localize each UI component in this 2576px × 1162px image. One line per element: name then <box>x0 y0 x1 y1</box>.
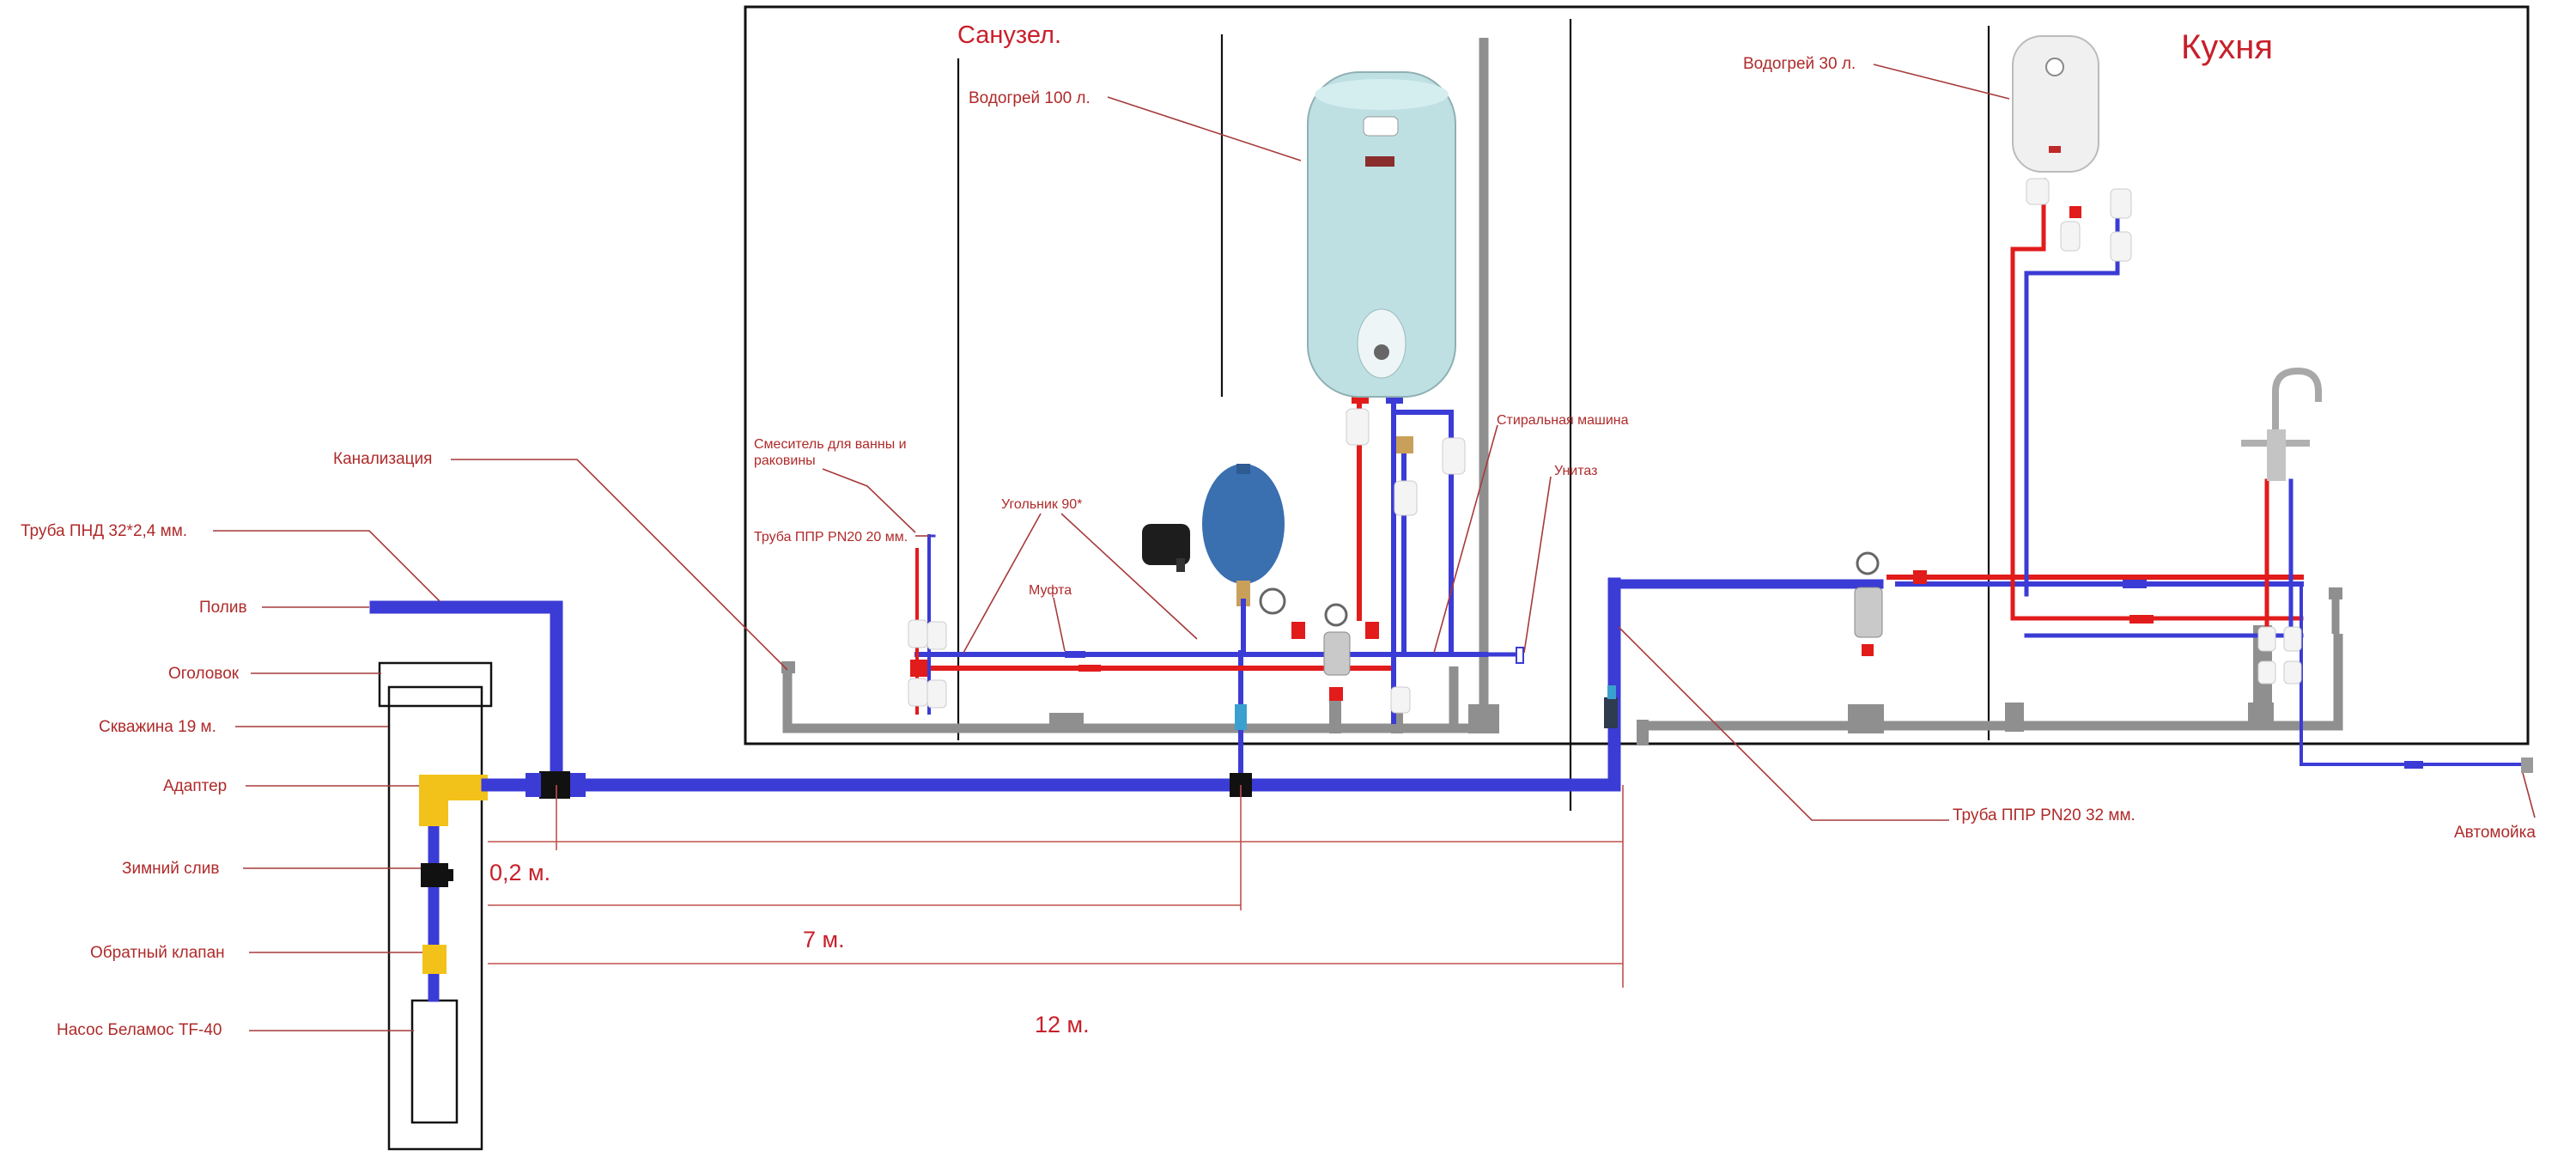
pressure-switch-icon <box>1142 524 1190 565</box>
kitchen-piping <box>1886 178 2526 769</box>
dimension-lines <box>488 785 1624 988</box>
pressure-switch <box>1142 524 1286 615</box>
wellhead <box>378 661 493 708</box>
kitchen-faucet-icon <box>2272 367 2322 481</box>
leader-lines <box>213 64 2536 1031</box>
sewer-system <box>781 38 2343 745</box>
label-adapter: Адаптер <box>163 777 227 795</box>
water-heater-icon <box>2012 35 2099 173</box>
expansion-tank-icon <box>1202 464 1285 584</box>
label-car-wash: Автомойка <box>2454 824 2536 842</box>
label-hdpe-pipe: Труба ПНД 32*2,4 мм. <box>21 522 187 540</box>
filter-bathroom <box>1323 603 1351 676</box>
label-winter-drain: Зимний слив <box>122 860 219 878</box>
car-wash-tap <box>2521 757 2533 773</box>
label-ppr32: Труба ППР PN20 32 мм. <box>1953 806 2136 824</box>
water-heater-icon <box>1307 71 1456 398</box>
room-title-bathroom: Санузел. <box>957 21 1061 49</box>
label-well: Скважина 19 м. <box>99 718 216 736</box>
label-washing-machine: Стиральная машина <box>1497 413 1629 428</box>
room-title-kitchen: Кухня <box>2181 28 2273 66</box>
label-elbow: Угольник 90* <box>1001 497 1082 512</box>
label-toilet: Унитаз <box>1554 464 1597 478</box>
well-casing <box>387 685 483 1151</box>
dimension-7m: 7 м. <box>803 927 845 952</box>
label-wellhead: Оголовок <box>168 665 240 683</box>
water-heater-30 <box>2012 35 2099 173</box>
label-mixer-line2: раковины <box>754 453 816 468</box>
label-irrigation: Полив <box>199 599 247 617</box>
water-filter-icon <box>1854 587 1883 638</box>
well <box>378 661 493 1151</box>
filter-kitchen <box>1854 551 1883 656</box>
label-pump: Насос Беламос TF-40 <box>57 1021 222 1039</box>
dimension-0-2m: 0,2 м. <box>489 860 550 885</box>
label-sewer: Канализация <box>333 450 432 468</box>
label-mixer-line1: Смеситель для ванны и <box>754 437 907 452</box>
bathroom-piping <box>908 392 1524 724</box>
label-heater-100: Водогрей 100 л. <box>969 89 1091 107</box>
check-valve <box>422 945 447 974</box>
pump-body <box>410 999 459 1124</box>
water-filter-icon <box>1323 631 1351 676</box>
label-coupling: Муфта <box>1029 583 1072 598</box>
dimension-12m: 12 м. <box>1035 1012 1090 1037</box>
label-ppr20: Труба ППР PN20 20 мм. <box>754 530 908 544</box>
expansion-tank <box>1202 464 1285 657</box>
kitchen-faucet <box>2241 367 2322 481</box>
label-heater-30: Водогрей 30 л. <box>1743 55 1856 73</box>
label-check-valve: Обратный клапан <box>90 944 225 962</box>
main-supply-pipe <box>369 577 2304 799</box>
water-heater-100 <box>1307 71 1456 398</box>
